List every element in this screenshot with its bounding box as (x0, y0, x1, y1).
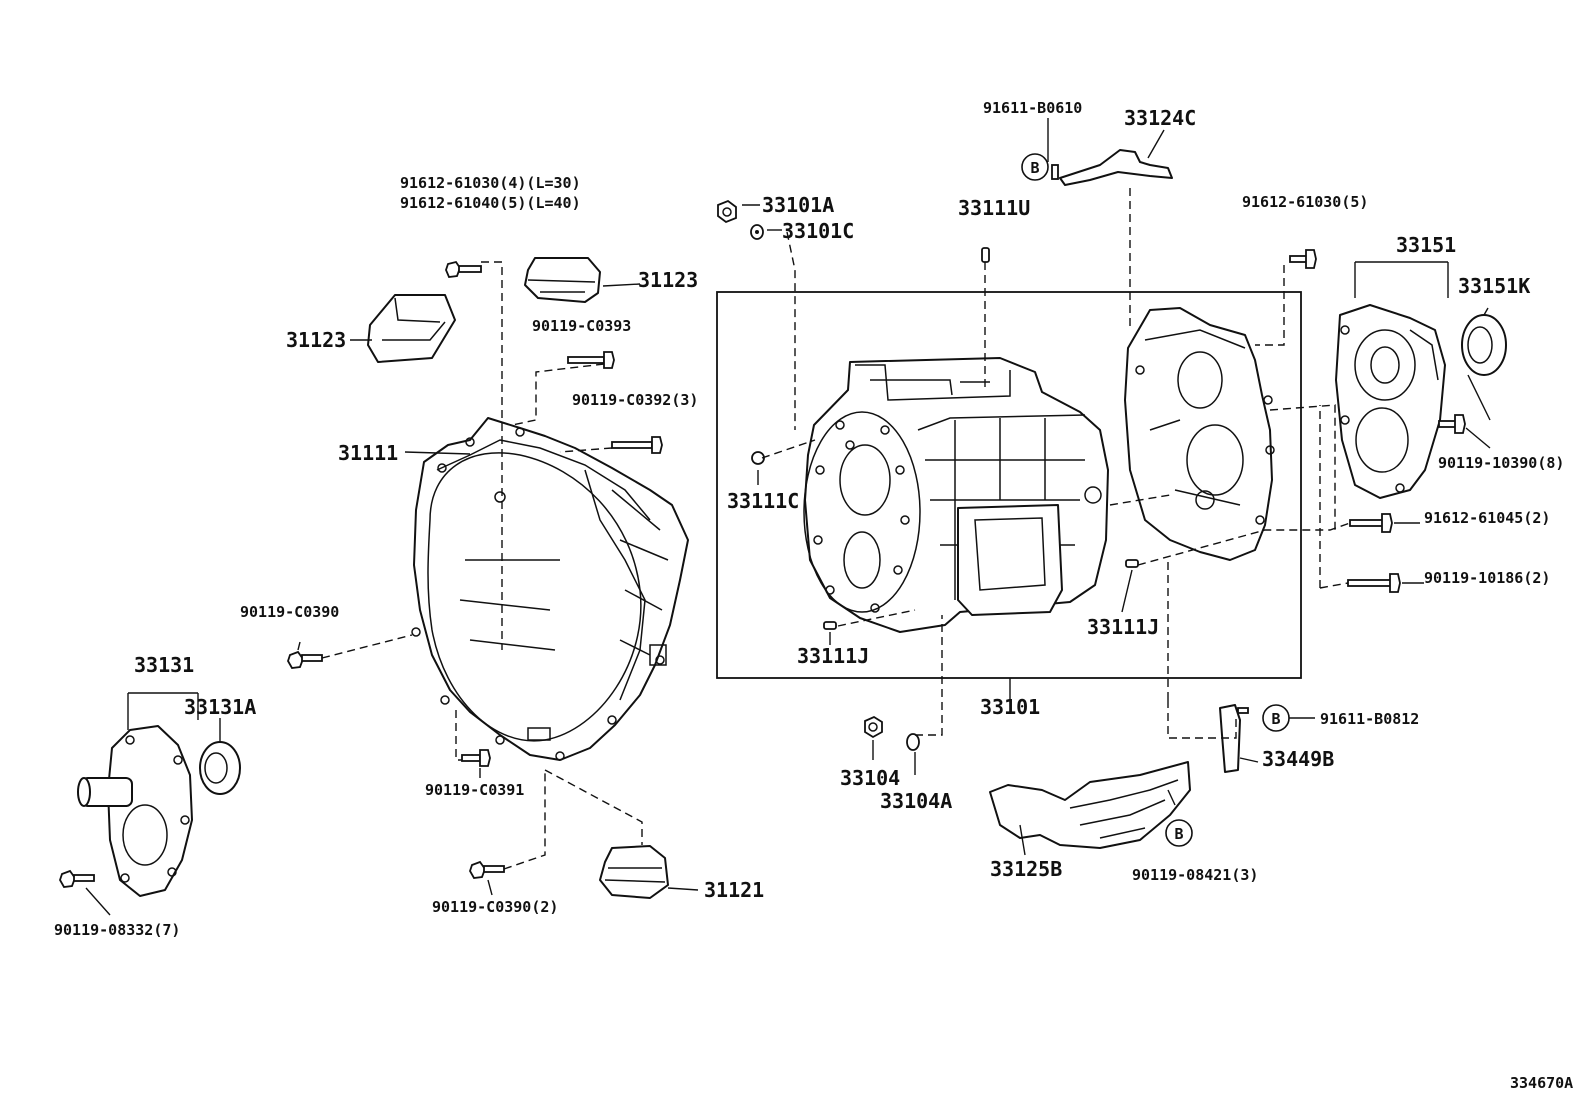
label-91612-61030-4: 91612-61030(4)(L=30) (400, 174, 581, 192)
label-33131: 33131 (134, 653, 194, 677)
bolt-91612-61030-5[interactable] (1289, 249, 1317, 269)
extension-housing[interactable] (1124, 307, 1275, 561)
label-33101C: 33101C (782, 219, 854, 243)
label-33111J-left: 33111J (797, 644, 869, 668)
label-90119-C0390-2: 90119-C0390(2) (432, 898, 558, 916)
bracket-33124C[interactable] (1059, 149, 1173, 186)
label-33151: 33151 (1396, 233, 1456, 257)
label-91611-B0610: 91611-B0610 (983, 99, 1082, 117)
cover-33125B[interactable] (989, 761, 1191, 849)
oil-seal-33151K[interactable] (1461, 314, 1507, 376)
label-33151K: 33151K (1458, 274, 1530, 298)
label-91612-61040-5: 91612-61040(5)(L=40) (400, 194, 581, 212)
label-33101: 33101 (980, 695, 1040, 719)
washer-33104A[interactable] (906, 733, 920, 751)
bolt-90119-C0390-2[interactable] (469, 860, 505, 879)
label-31111: 31111 (338, 441, 398, 465)
label-90119-C0393: 90119-C0393 (532, 317, 631, 335)
plug-33111J-left[interactable] (823, 621, 837, 630)
bolt-90119-10186[interactable] (1347, 573, 1401, 593)
label-90119-C0392: 90119-C0392(3) (572, 391, 698, 409)
label-90119-08332: 90119-08332(7) (54, 921, 180, 939)
callout-b-top: B (1021, 153, 1049, 181)
part-labels: 91611-B0610 33124C 91612-61030(4)(L=30) … (54, 99, 1573, 1092)
label-33449B: 33449B (1262, 747, 1334, 771)
label-33111C: 33111C (727, 489, 799, 513)
bolt-91612-61045[interactable] (1349, 513, 1393, 533)
label-31123-left: 31123 (286, 328, 346, 352)
clutch-housing-31111[interactable] (411, 417, 689, 761)
transmission-case-33101[interactable] (803, 357, 1109, 633)
cover-31121[interactable] (599, 845, 669, 899)
callout-b-bottom: B (1165, 819, 1193, 847)
label-33101A: 33101A (762, 193, 834, 217)
nut-33101A[interactable] (717, 199, 737, 224)
bolt-91611-B0610[interactable] (1051, 164, 1059, 180)
label-91612-61030-5: 91612-61030(5) (1242, 193, 1368, 211)
label-90119-08421: 90119-08421(3) (1132, 866, 1258, 884)
plug-33111U[interactable] (981, 247, 990, 263)
label-90119-C0391: 90119-C0391 (425, 781, 524, 799)
label-33111J-right: 33111J (1087, 615, 1159, 639)
boot-31123-left[interactable] (367, 294, 456, 363)
callout-b-top-text: B (1030, 159, 1039, 177)
label-31121: 31121 (704, 878, 764, 902)
plate-33449B[interactable] (1219, 704, 1241, 773)
bolt-90119-C0391[interactable] (461, 749, 491, 767)
bearing-retainer-33131[interactable] (77, 725, 193, 897)
label-33111U: 33111U (958, 196, 1030, 220)
bolt-91612-61030-61040[interactable] (445, 260, 482, 278)
bolt-90119-08332[interactable] (59, 869, 95, 888)
label-33104: 33104 (840, 766, 900, 790)
bolt-91611-B0812[interactable] (1237, 707, 1249, 714)
label-90119-10186: 90119-10186(2) (1424, 569, 1550, 587)
label-90119-C0390-single: 90119-C0390 (240, 603, 339, 621)
label-31123-right: 31123 (638, 268, 698, 292)
plug-33111J-right[interactable] (1125, 559, 1139, 568)
label-91612-61045: 91612-61045(2) (1424, 509, 1550, 527)
callout-b-right-text: B (1271, 710, 1280, 728)
callout-b-bottom-text: B (1174, 825, 1183, 843)
boot-31123-right[interactable] (524, 257, 601, 303)
diagram-number: 334670A (1510, 1074, 1573, 1092)
oil-seal-33131A[interactable] (199, 741, 241, 795)
label-33124C: 33124C (1124, 106, 1196, 130)
label-33104A: 33104A (880, 789, 952, 813)
guide-lines (321, 188, 1351, 870)
bolt-90119-10390[interactable] (1438, 414, 1466, 434)
washer-33101C[interactable] (750, 224, 764, 240)
leader-lines (85, 118, 1491, 916)
callout-b-right: B (1262, 704, 1290, 732)
rear-cover-33151[interactable] (1335, 304, 1446, 499)
bolt-90119-C0390-single[interactable] (287, 650, 323, 669)
assembly-frame-33101 (716, 291, 1302, 679)
label-33125B: 33125B (990, 857, 1062, 881)
label-91611-B0812: 91611-B0812 (1320, 710, 1419, 728)
nut-33104[interactable] (864, 715, 883, 739)
label-90119-10390: 90119-10390(8) (1438, 454, 1564, 472)
bolt-90119-C0392[interactable] (611, 436, 663, 454)
label-33131A: 33131A (184, 695, 256, 719)
bolt-90119-C0393[interactable] (567, 351, 615, 369)
